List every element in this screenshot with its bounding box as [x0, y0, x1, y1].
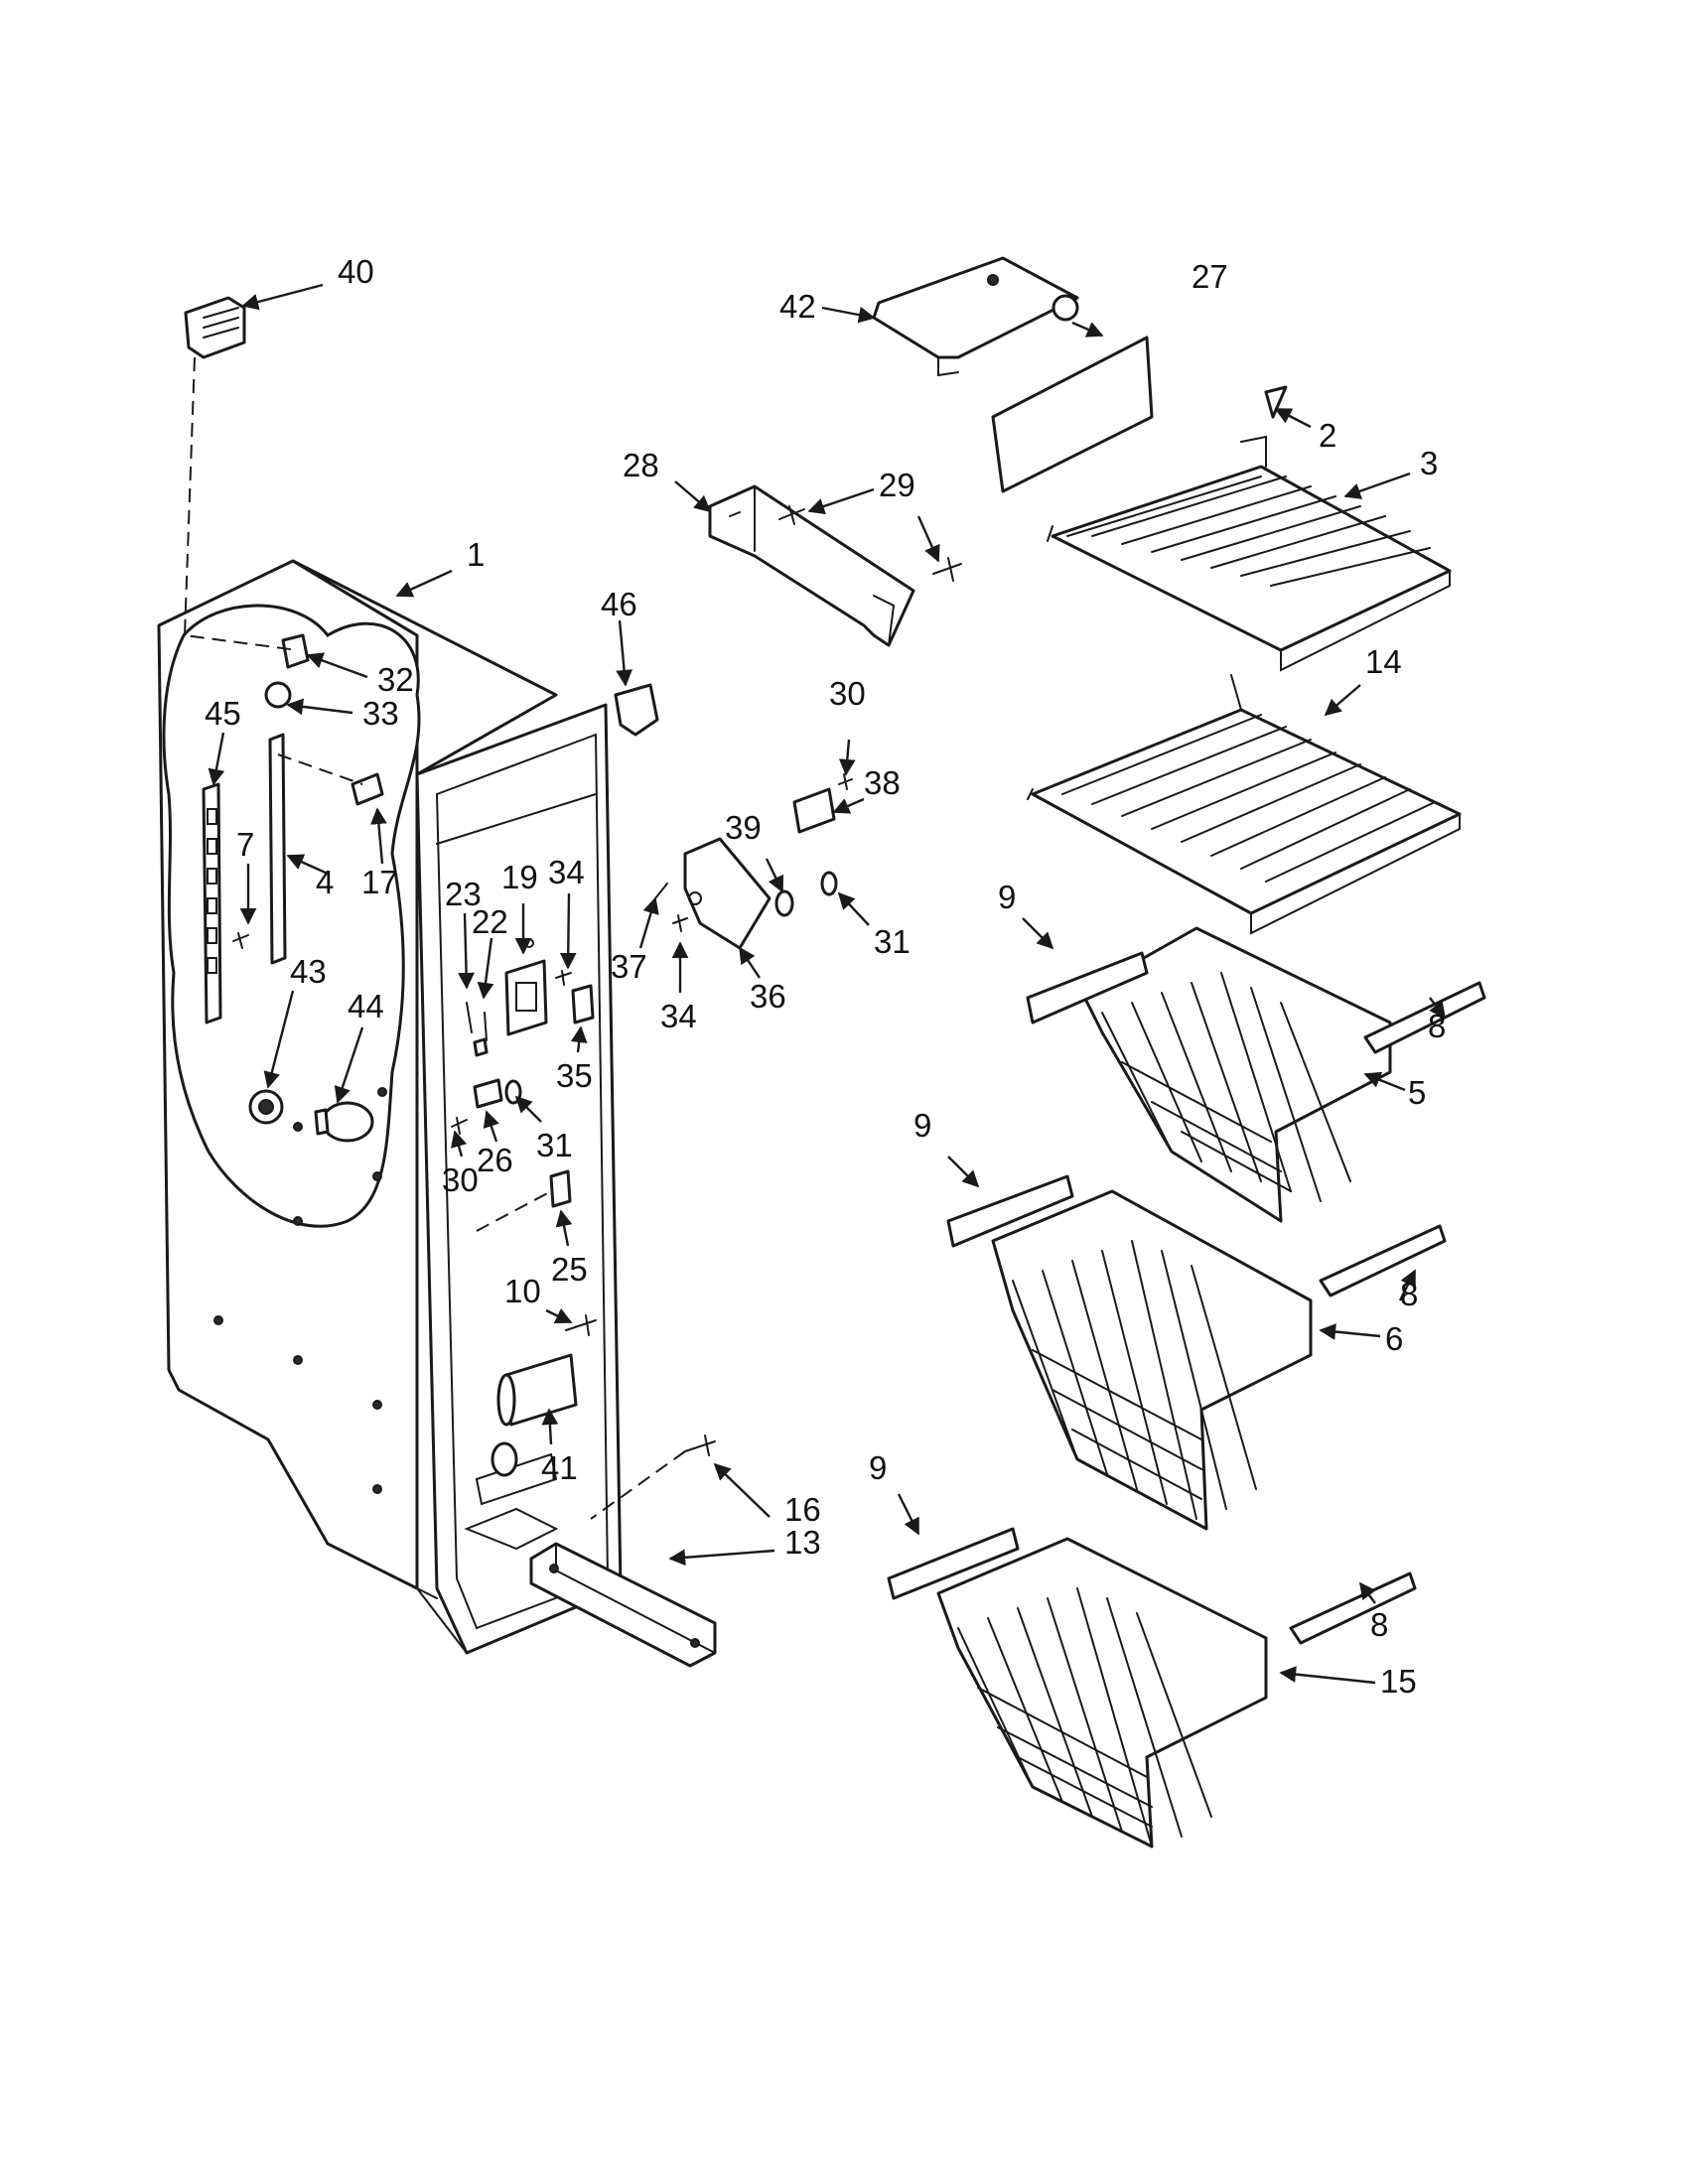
callout-27: 27 [1192, 258, 1228, 295]
callout-19: 19 [501, 859, 538, 895]
handle-9b [946, 1174, 1074, 1248]
vent-slots [207, 808, 217, 974]
callout-39: 39 [725, 809, 762, 846]
callout-32: 32 [377, 661, 414, 698]
callout-37: 37 [611, 948, 647, 985]
callout-36: 36 [750, 978, 786, 1015]
basket-15 [936, 1537, 1268, 1848]
callout-26: 26 [477, 1142, 513, 1178]
callout-8b: 8 [1400, 1276, 1418, 1312]
callout-44: 44 [348, 988, 384, 1024]
part-40-bracket [184, 296, 246, 359]
rail-13 [529, 1542, 717, 1668]
callout-17: 17 [361, 864, 398, 900]
callout-7: 7 [236, 826, 254, 863]
screw-7 [232, 932, 249, 949]
callout-5: 5 [1408, 1074, 1426, 1111]
handle-8c [1289, 1571, 1417, 1645]
vent-panel [202, 782, 222, 1024]
callout-28: 28 [623, 447, 659, 483]
handle-9c [887, 1527, 1020, 1600]
hinge-42 [872, 256, 1079, 377]
callout-4: 4 [316, 864, 334, 900]
callout-16: 16 [784, 1491, 821, 1528]
thermostat-19 [504, 959, 548, 1036]
flap-27 [991, 336, 1154, 493]
callout-8c: 8 [1370, 1606, 1388, 1643]
callout-30a: 30 [442, 1161, 479, 1198]
light-bulb-33 [264, 681, 292, 709]
shelf-14 [1027, 674, 1462, 935]
dashed-guide-40 [183, 356, 299, 651]
basket-6 [991, 1189, 1313, 1531]
part-46 [614, 683, 659, 737]
cover-36 [683, 837, 772, 950]
callout-42: 42 [779, 288, 816, 325]
callout-43: 43 [290, 953, 327, 990]
handle-9a [1026, 951, 1149, 1024]
cabinet-liner [157, 559, 623, 1655]
callout-9c: 9 [869, 1449, 887, 1486]
callout-40: 40 [338, 253, 374, 290]
callout-22: 22 [472, 903, 508, 940]
capacitor-41 [491, 1353, 578, 1477]
callout-8a: 8 [1428, 1008, 1446, 1044]
callout-46: 46 [601, 586, 637, 622]
callout-9a: 9 [998, 879, 1016, 915]
duct-28 [708, 484, 915, 647]
callout-9b: 9 [913, 1107, 931, 1144]
part-2 [1264, 385, 1288, 419]
callout-35: 35 [556, 1057, 593, 1094]
handle-8b [1319, 1224, 1447, 1297]
basket-5 [1080, 926, 1392, 1223]
leader-lines [208, 283, 1447, 1685]
callout-1: 1 [467, 536, 485, 573]
callout-14: 14 [1365, 643, 1402, 680]
switch-35 [571, 984, 595, 1024]
part-39 [774, 889, 794, 917]
callout-34a: 34 [548, 854, 585, 890]
shelf-3 [1047, 435, 1452, 672]
callout-34b: 34 [660, 998, 697, 1034]
callout-10: 10 [504, 1273, 541, 1309]
callout-41: 41 [541, 1449, 578, 1486]
callouts: 1 2 3 4 5 6 7 8 8 8 9 9 9 10 13 14 15 16… [205, 253, 1446, 1700]
callout-31a: 31 [536, 1127, 573, 1163]
part-26 [473, 1078, 503, 1109]
light-strip [268, 733, 287, 965]
callout-23: 23 [445, 876, 482, 912]
callout-3: 3 [1420, 445, 1438, 481]
callout-45: 45 [205, 695, 241, 732]
callout-25: 25 [551, 1251, 588, 1288]
callout-33: 33 [362, 695, 399, 732]
callout-30b: 30 [829, 675, 866, 712]
callout-2: 2 [1319, 417, 1336, 454]
part-38 [792, 787, 836, 834]
callout-15: 15 [1380, 1663, 1417, 1700]
callout-13: 13 [784, 1524, 821, 1561]
callout-38: 38 [864, 764, 901, 801]
callout-6: 6 [1385, 1320, 1403, 1357]
light-socket-32 [281, 633, 310, 669]
part-25 [549, 1169, 572, 1208]
callout-31b: 31 [874, 923, 911, 960]
callout-29: 29 [879, 467, 915, 503]
clip-17 [351, 772, 384, 806]
light-bulb-44 [321, 1101, 374, 1143]
